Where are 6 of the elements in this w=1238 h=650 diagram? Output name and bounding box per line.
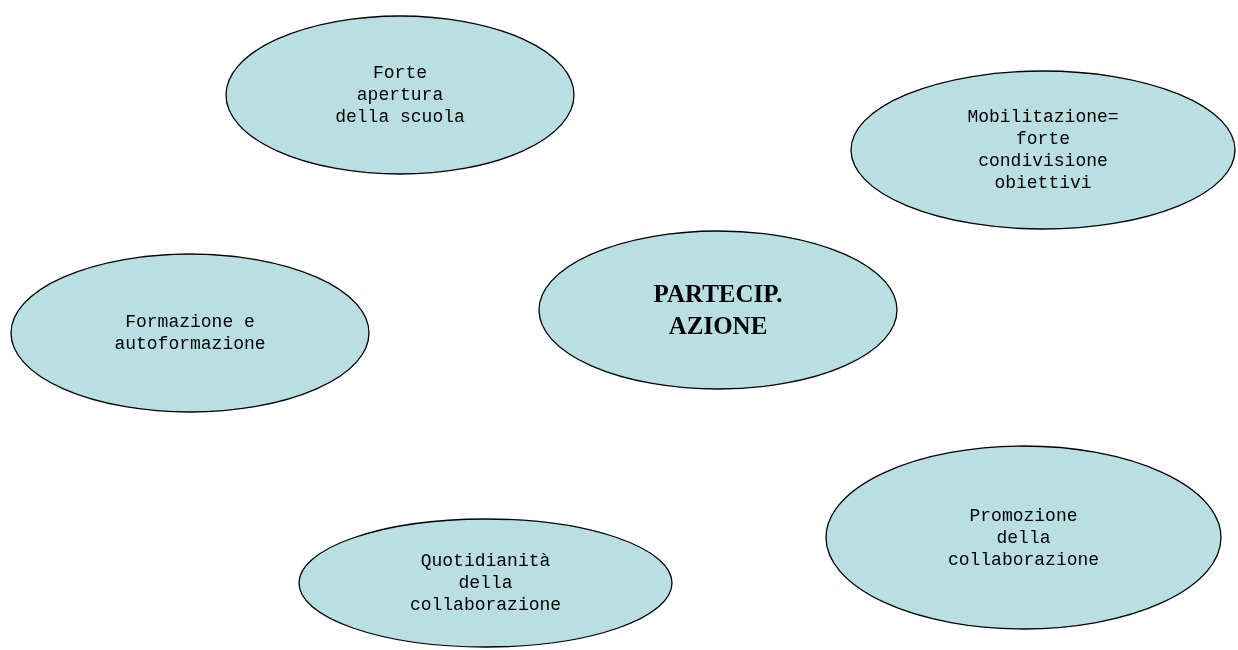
central-topic-label: PARTECIP. AZIONE bbox=[652, 279, 784, 341]
topic-label: Quotidianità della collaborazione bbox=[408, 550, 563, 616]
topic-label: Promozione della collaborazione bbox=[946, 504, 1101, 571]
topic-label: Mobilitazione= forte condivisione obiettivi bbox=[966, 106, 1120, 194]
topic-label: Forte apertura della scuola bbox=[334, 62, 466, 128]
topic-label: Formazione e autoformazione bbox=[113, 311, 267, 355]
